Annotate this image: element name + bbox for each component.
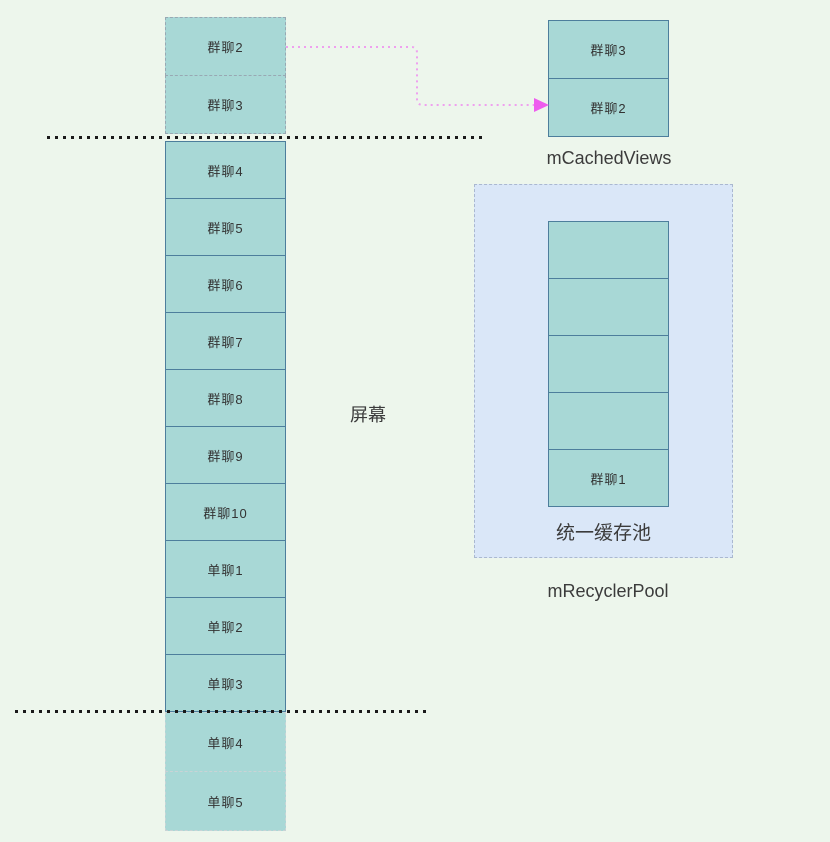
pool-cell [548,278,669,336]
screen-boundary-bottom-line [15,710,427,713]
list-cell: 单聊1 [165,540,286,598]
pool-cell [548,392,669,450]
list-cell: 单聊4 [165,712,286,772]
list-cell: 群聊10 [165,483,286,541]
recycler-pool-box: 群聊1 统一缓存池 [474,184,733,558]
list-cell: 单聊5 [165,771,286,831]
pool-cell: 群聊1 [548,449,669,507]
pool-cell [548,221,669,279]
pool-cell [548,335,669,393]
list-cell: 群聊2 [165,17,286,76]
list-cell: 群聊3 [165,75,286,134]
screen-label: 屏幕 [350,405,386,425]
list-cell: 群聊5 [165,198,286,256]
pool-cell-stack: 群聊1 [548,221,669,507]
list-cell: 群聊9 [165,426,286,484]
list-cell: 单聊2 [165,597,286,655]
pool-inner-label: 统一缓存池 [555,523,652,544]
cached-view-cell: 群聊3 [548,20,669,79]
list-cell: 群聊6 [165,255,286,313]
list-cell: 群聊4 [165,141,286,199]
list-cell: 群聊8 [165,369,286,427]
list-cell: 单聊3 [165,654,286,712]
cached-views-label: mCachedViews [546,148,672,168]
screen-boundary-top-line [47,136,482,139]
recycler-pool-label: mRecyclerPool [547,581,669,601]
recycle-arrow-head-icon [534,98,549,112]
recycle-arrow-line [286,46,534,106]
cached-view-cell: 群聊2 [548,78,669,137]
list-cell: 群聊7 [165,312,286,370]
